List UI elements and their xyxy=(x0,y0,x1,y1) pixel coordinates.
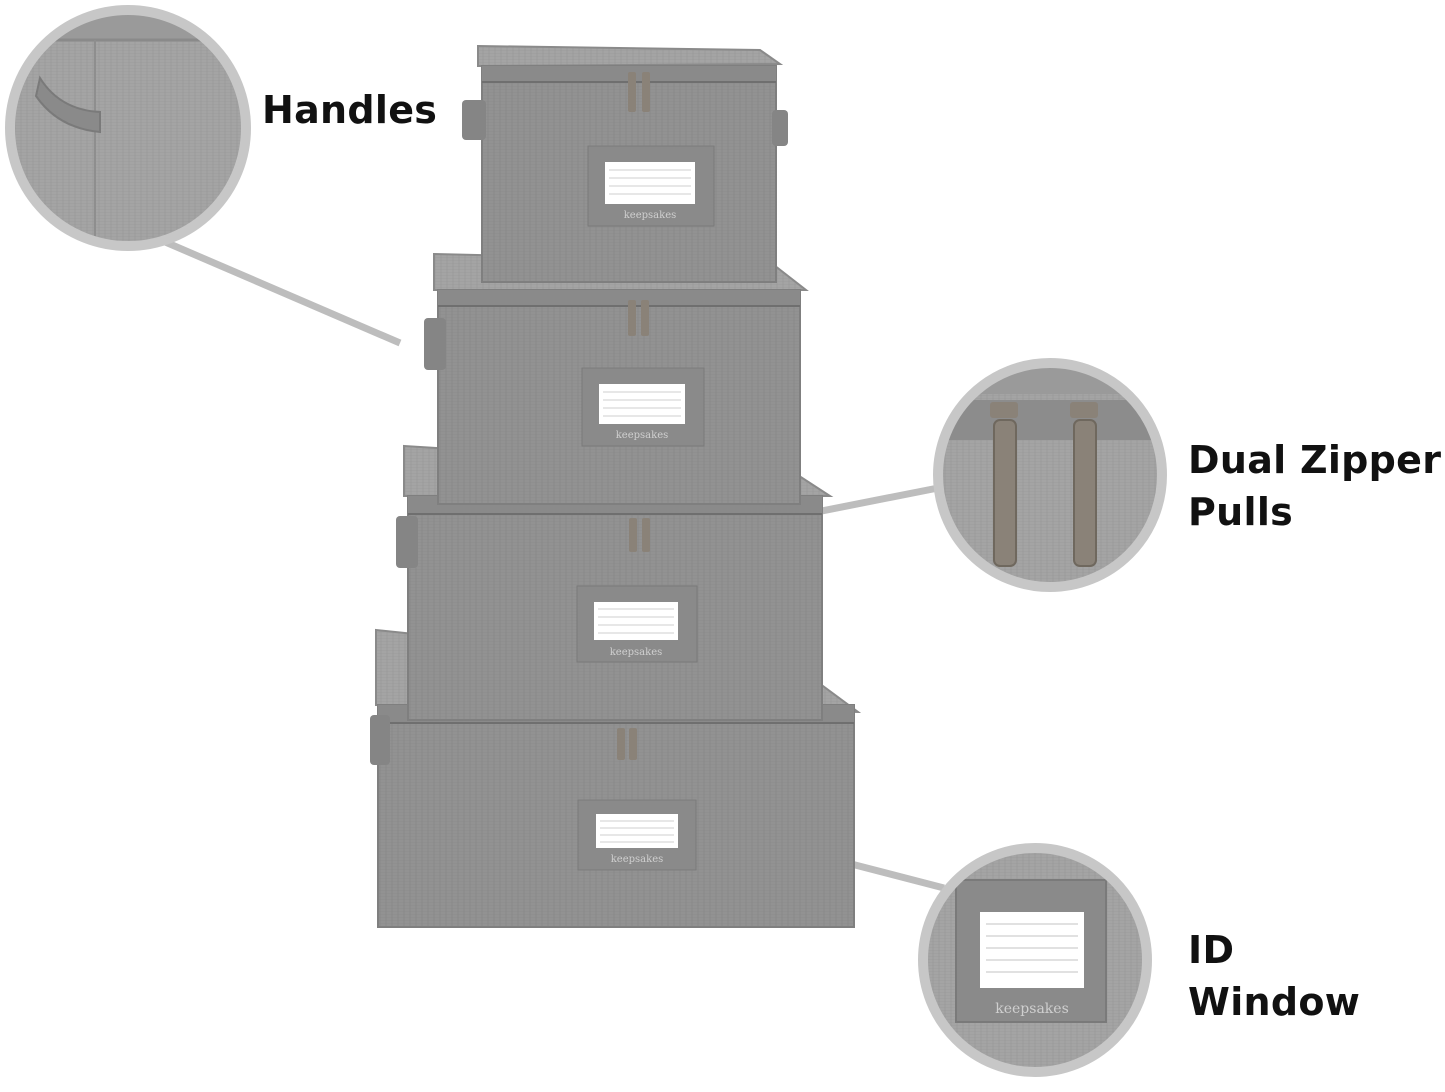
brand-text: keepsakes xyxy=(610,647,663,658)
handle-tab xyxy=(424,318,446,370)
brand-text: keepsakes xyxy=(616,430,669,441)
id-card xyxy=(599,384,685,424)
id-window-label: ID Window xyxy=(1188,924,1360,1028)
zipper-pull xyxy=(628,72,636,112)
zipper-pull xyxy=(617,728,625,760)
handles-label-line: Handles xyxy=(262,88,438,132)
storage-box-1: keepsakes xyxy=(462,44,788,283)
zipper-detail-circle xyxy=(933,358,1167,592)
handle-tab xyxy=(462,100,486,140)
handles-connector xyxy=(140,228,402,347)
zipper-pull xyxy=(641,300,649,336)
zipper-pull xyxy=(629,728,637,760)
zipper-label-line-1: Dual Zipper xyxy=(1188,438,1442,482)
zipper-pull-icon xyxy=(990,402,1098,567)
id-card-window-icon: keepsakes xyxy=(955,879,1107,1023)
brand-text: keepsakes xyxy=(995,1001,1069,1017)
zipper-pull xyxy=(642,72,650,112)
id-card xyxy=(605,162,695,204)
brand-text: keepsakes xyxy=(624,210,677,221)
handle-tab xyxy=(396,516,418,568)
zipper-label: Dual Zipper Pulls xyxy=(1188,434,1441,538)
id-window-label-line-1: ID xyxy=(1188,928,1235,972)
storage-box-2: keepsakes xyxy=(424,252,809,505)
handle-tab xyxy=(370,715,390,765)
id-card xyxy=(594,602,678,640)
brand-text: keepsakes xyxy=(611,854,664,865)
id-card xyxy=(596,814,678,848)
id-window-detail-circle: keepsakes xyxy=(918,843,1152,1077)
handle-tab xyxy=(772,110,788,146)
zipper-pull xyxy=(642,518,650,552)
zipper-pull xyxy=(628,300,636,336)
zipper-pull xyxy=(629,518,637,552)
fabric-handle-icon xyxy=(34,75,101,134)
handles-detail-circle xyxy=(5,5,251,251)
zipper-label-line-2: Pulls xyxy=(1188,490,1294,534)
handles-label: Handles xyxy=(262,84,437,136)
id-window-label-line-2: Window xyxy=(1188,980,1361,1024)
